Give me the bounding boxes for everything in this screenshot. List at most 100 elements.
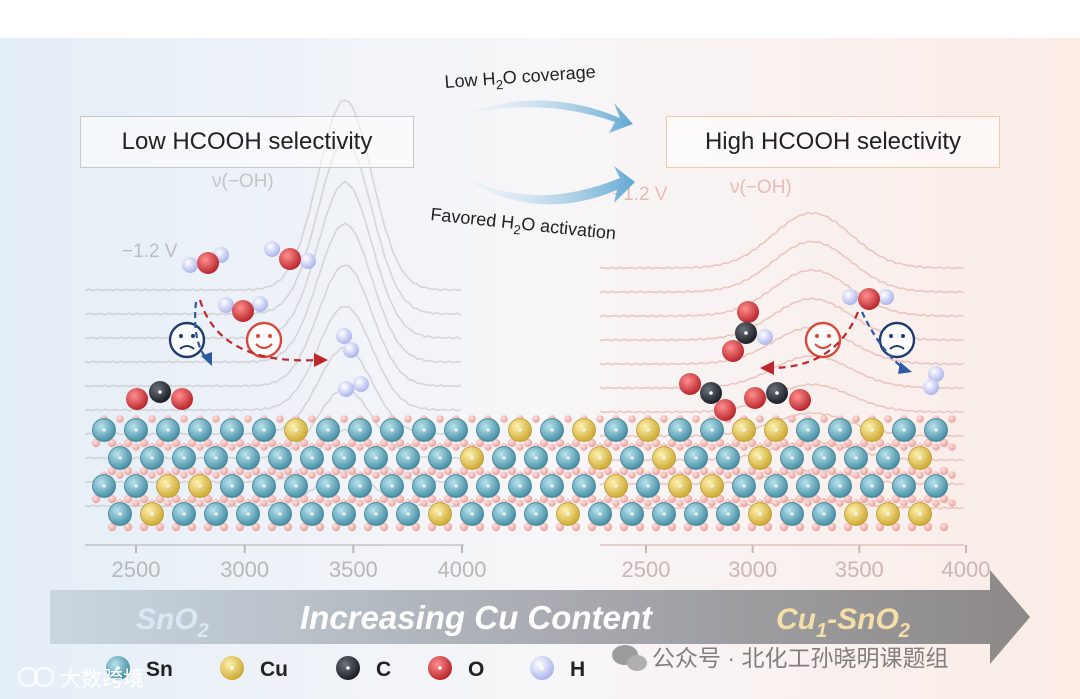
atom-highlight [166,484,170,488]
lattice-o-atom [891,494,901,504]
atom-highlight [774,428,778,432]
lattice-o-atom [235,494,245,504]
lattice-o-atom [523,494,533,504]
lattice-o-atom [468,415,476,423]
lattice-o-atom [891,438,901,448]
lattice-o-atom [468,471,476,479]
right-mode-label: ν(−OH) [730,177,792,198]
atom-highlight [806,428,810,432]
hydrogen-atom [878,289,894,305]
atom-highlight [374,512,378,516]
lattice-o-atom [292,499,300,507]
lattice-o-atom [763,494,773,504]
lattice-o-atom [292,443,300,451]
lattice-o-atom [427,466,437,476]
lattice-o-atom [436,471,444,479]
lattice-o-atom [923,466,933,476]
atom-highlight [678,484,682,488]
lattice-o-atom [516,443,524,451]
atom-highlight [374,456,378,460]
lattice-o-atom [859,438,869,448]
lattice-o-atom [939,466,949,476]
lattice-o-atom [795,494,805,504]
lattice-o-atom [804,443,812,451]
lattice-o-atom [715,494,725,504]
lattice-o-atom [276,471,284,479]
lattice-o-atom [740,499,748,507]
low-selectivity-box: Low HCOOH selectivity [80,116,414,168]
lattice-o-atom [804,499,812,507]
lattice-o-atom [692,471,700,479]
lattice-o-atom [523,466,533,476]
lattice-o-atom [683,494,693,504]
lattice-o-atom [299,438,309,448]
lattice-o-atom [731,522,741,532]
lattice-o-atom [123,466,133,476]
lattice-o-atom [219,466,229,476]
lattice-o-atom [283,466,293,476]
atom-highlight [902,428,906,432]
atom-highlight [150,512,154,516]
lattice-o-atom [916,415,924,423]
lattice-o-atom [772,499,780,507]
hydrogen-atom [218,297,234,313]
atom-highlight [198,484,202,488]
hydrogen-atom [353,376,369,392]
lattice-o-atom [939,494,949,504]
atom-highlight [598,456,602,460]
lattice-o-atom [283,438,293,448]
oxygen-atom [858,288,880,310]
lattice-o-atom [788,471,796,479]
atom-highlight [406,456,410,460]
catalyst-surface-lattice [91,415,956,532]
lattice-o-atom [539,466,549,476]
lattice-o-atom [459,522,469,532]
hydrogen-atom [182,257,198,273]
atom-highlight [470,456,474,460]
lattice-o-atom [491,438,501,448]
atom-highlight [294,484,298,488]
lattice-o-atom [347,438,357,448]
low-selectivity-label: Low HCOOH selectivity [121,128,373,155]
hydrogen-atom [343,342,359,358]
lattice-o-atom [907,494,917,504]
lattice-o-atom [875,494,885,504]
right-tick-label: 3000 [728,557,777,582]
left-potential-label: −1.2 V [122,241,178,262]
lattice-o-atom [635,466,645,476]
lattice-o-atom [539,522,549,532]
lattice-o-atom [676,443,684,451]
lattice-o-atom [475,494,485,504]
lattice-o-atom [347,466,357,476]
lattice-o-atom [459,438,469,448]
lattice-o-atom [203,494,213,504]
lattice-o-atom [251,522,261,532]
lattice-o-atom [123,438,133,448]
hydrogen-atom [336,328,352,344]
atom-highlight [278,512,282,516]
oxygen-atom [279,248,301,270]
lattice-o-atom [139,494,149,504]
spectrum-curve [85,305,462,412]
lattice-o-atom [788,415,796,423]
spectrum-curve [599,268,965,318]
lattice-o-atom [148,471,156,479]
lattice-o-atom [404,415,412,423]
hydrogen-atom [842,289,858,305]
lattice-o-atom [331,494,341,504]
lattice-o-atom [260,443,268,451]
lattice-o-atom [427,522,437,532]
lattice-o-atom [708,443,716,451]
lattice-o-atom [267,494,277,504]
left-tick-label: 4000 [438,557,487,582]
atom-highlight [582,428,586,432]
right-water-dissociation-arrow [861,311,904,369]
lattice-o-atom [427,438,437,448]
lattice-o-atom [523,522,533,532]
h-legend-label: H [570,658,585,681]
lattice-o-atom [372,415,380,423]
c-legend-label: C [376,658,391,681]
lattice-o-atom [548,443,556,451]
atom-highlight [614,428,618,432]
lattice-o-atom [420,499,428,507]
